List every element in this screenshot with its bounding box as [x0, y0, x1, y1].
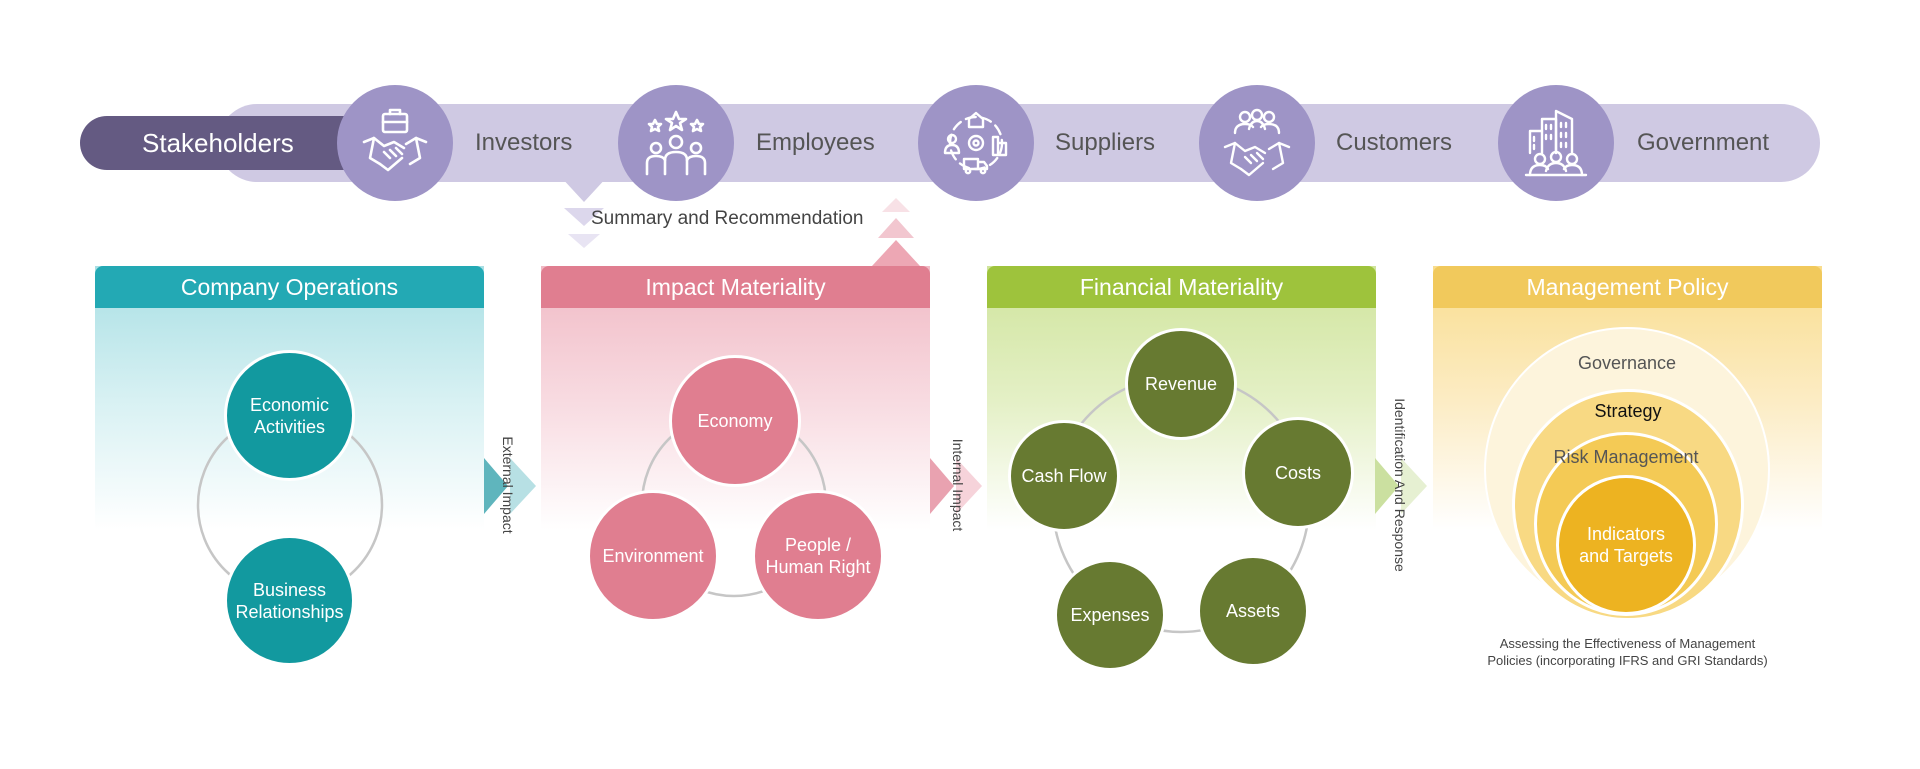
node-economic-activities: Economic Activities — [224, 350, 355, 481]
impact-materiality-header: Impact Materiality — [541, 266, 930, 308]
financial-materiality-header: Financial Materiality — [987, 266, 1376, 308]
company-operations-title: Company Operations — [180, 273, 399, 300]
node-expenses: Expenses — [1054, 559, 1166, 671]
layer-indicators-targets: Indicators and Targets — [1556, 475, 1696, 615]
node-cash-flow: Cash Flow — [1008, 420, 1120, 532]
handshake-briefcase-icon — [337, 85, 453, 201]
down-chevrons-icon — [560, 176, 608, 248]
internal-impact-arrow-icon — [930, 458, 982, 514]
node-people-human-right: People / Human Right — [752, 490, 884, 622]
stakeholders-title-text: Stakeholders — [142, 127, 294, 158]
stakeholder-suppliers: Suppliers — [1055, 129, 1156, 156]
identification-response-label: Identification And Response — [1392, 398, 1408, 572]
supply-chain-icon — [918, 85, 1034, 201]
stakeholder-customers: Customers — [1336, 129, 1453, 156]
stakeholder-government: Government — [1637, 129, 1770, 156]
customer-handshake-icon — [1199, 85, 1315, 201]
management-policy-header: Management Policy — [1433, 266, 1822, 308]
government-building-icon — [1498, 85, 1614, 201]
external-impact-label: External Impact — [500, 436, 516, 534]
internal-impact-label: Internal Impact — [950, 438, 966, 532]
node-environment: Environment — [587, 490, 719, 622]
identification-response-arrow-icon — [1375, 458, 1427, 514]
employees-stars-icon — [618, 85, 734, 201]
management-policy-note: Assessing the Effectiveness of Managemen… — [1487, 636, 1768, 668]
node-revenue: Revenue — [1125, 328, 1237, 440]
stakeholder-employees: Employees — [756, 129, 875, 156]
management-policy-title: Management Policy — [1526, 273, 1729, 300]
node-economy: Economy — [669, 355, 801, 487]
company-operations-header: Company Operations — [95, 266, 484, 308]
financial-materiality-title: Financial Materiality — [1079, 273, 1284, 300]
node-assets: Assets — [1197, 555, 1309, 667]
up-chevrons-icon — [872, 198, 920, 266]
node-business-relationships: Business Relationships — [224, 535, 355, 666]
impact-materiality-title: Impact Materiality — [645, 273, 826, 300]
node-costs: Costs — [1242, 417, 1354, 529]
external-impact-arrow-icon — [484, 458, 536, 514]
stakeholder-investors: Investors — [475, 129, 573, 156]
summary-recommendation-label: Summary and Recommendation — [591, 208, 864, 229]
